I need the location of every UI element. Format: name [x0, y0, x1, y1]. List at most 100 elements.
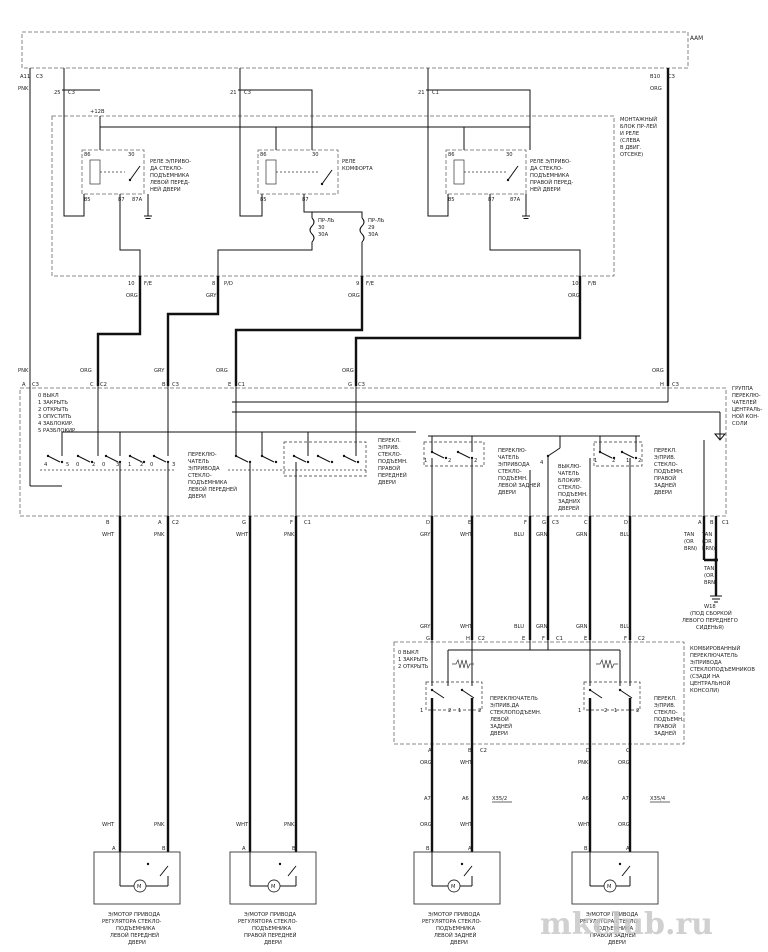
group-legend: 0 ВЫКЛ 1 ЗАКРЫТЬ 2 ОТКРЫТЬ 3 ОПУСТИТЬ 4 … — [38, 393, 77, 434]
svg-text:10: 10 — [128, 281, 135, 287]
watermark: mkclub.ru — [540, 907, 713, 942]
motor-left-rear: B A M Э/МОТОР ПРИВОДА РЕГУЛЯТОРА СТЕКЛО-… — [413, 846, 501, 946]
svg-text:GRY: GRY — [420, 624, 431, 630]
svg-text:ПЕРЕДНЕЙ: ПЕРЕДНЕЙ — [378, 472, 407, 479]
svg-text:G: G — [348, 382, 352, 388]
motor-right-front: A B M Э/МОТОР ПРИВОДА РЕГУЛЯТОРА СТЕКЛО-… — [229, 846, 317, 946]
svg-text:0 ВЫКЛ: 0 ВЫКЛ — [398, 650, 419, 656]
svg-text:TAN: TAN — [701, 532, 712, 538]
svg-text:РЕГУЛЯТОРА СТЕКЛО-: РЕГУЛЯТОРА СТЕКЛО- — [102, 919, 162, 925]
svg-text:M: M — [271, 884, 275, 890]
svg-text:A: A — [22, 382, 26, 388]
svg-text:BLU: BLU — [514, 624, 524, 630]
svg-text:30: 30 — [312, 152, 319, 158]
svg-text:A: A — [428, 748, 432, 754]
svg-text:30: 30 — [506, 152, 513, 158]
svg-text:A: A — [468, 846, 472, 852]
svg-text:C2: C2 — [172, 520, 179, 526]
svg-text:WHT: WHT — [460, 624, 473, 630]
svg-text:(OR: (OR — [702, 539, 712, 545]
rear-wires: ORG WHT PNK ORG A7 A6 X35/2 A6 A7 X35/4 … — [420, 698, 670, 852]
svg-text:G: G — [542, 520, 546, 526]
svg-text:3: 3 — [172, 462, 175, 468]
svg-text:WHT: WHT — [578, 822, 591, 828]
svg-text:ПРАВОЙ ЗАДНЕЙ: ПРАВОЙ ЗАДНЕЙ — [590, 932, 636, 939]
svg-text:ДВЕРИ: ДВЕРИ — [264, 940, 282, 946]
plus12-label: +12B — [90, 109, 105, 115]
svg-text:B: B — [162, 846, 166, 852]
svg-text:ДВЕРИ: ДВЕРИ — [128, 940, 146, 946]
svg-text:A: A — [698, 520, 702, 526]
svg-text:ДВЕРИ: ДВЕРИ — [188, 494, 206, 500]
svg-text:ПРАВОЙ: ПРАВОЙ — [654, 723, 676, 730]
svg-text:C1: C1 — [432, 90, 439, 96]
svg-text:ПОДЪЕМНИКА: ПОДЪЕМНИКА — [252, 926, 292, 932]
svg-text:СТЕКЛОПОДЪЕМНИКОВ: СТЕКЛОПОДЪЕМНИКОВ — [690, 667, 755, 673]
svg-text:ЛЕВОЙ ЗАДНЕЙ: ЛЕВОЙ ЗАДНЕЙ — [498, 482, 540, 489]
svg-text:PNK: PNK — [154, 532, 165, 538]
svg-text:5: 5 — [66, 462, 69, 468]
svg-text:C1: C1 — [556, 636, 563, 642]
svg-text:ЦЕНТРАЛЬ-: ЦЕНТРАЛЬ- — [732, 407, 763, 413]
svg-text:A7: A7 — [424, 796, 431, 802]
svg-text:РЕЛЕ Э/ПРИВО-: РЕЛЕ Э/ПРИВО- — [530, 159, 571, 165]
svg-text:A: A — [112, 846, 116, 852]
relay-left-front: 86 30 85 87 87A РЕЛЕ Э/ПРИВО- ДА СТЕКЛО-… — [81, 149, 191, 219]
svg-text:ВЫКЛЮ-: ВЫКЛЮ- — [558, 464, 581, 470]
svg-text:Э/ПРИВОДА: Э/ПРИВОДА — [188, 466, 220, 472]
svg-text:РЕГУЛЯТОРА СТЕКЛО-: РЕГУЛЯТОРА СТЕКЛО- — [422, 919, 482, 925]
svg-text:(СЗАДИ НА: (СЗАДИ НА — [690, 674, 720, 680]
svg-text:СТЕКЛО-: СТЕКЛО- — [498, 469, 522, 475]
svg-text:СТЕКЛО-: СТЕКЛО- — [654, 710, 678, 716]
svg-text:1: 1 — [578, 708, 581, 714]
svg-text:25: 25 — [54, 90, 61, 96]
svg-text:2 ОТКРЫТЬ: 2 ОТКРЫТЬ — [398, 664, 429, 670]
svg-text:ПР-ЛЬ: ПР-ЛЬ — [318, 218, 335, 224]
svg-text:ДА СТЕКЛО-: ДА СТЕКЛО- — [530, 166, 563, 172]
combo-switch: G H C2 E F C1 E F C2 КОМБИРОВАННЫЙ ПЕРЕК… — [393, 636, 755, 754]
svg-text:СИДЕНЬЯ): СИДЕНЬЯ) — [696, 625, 724, 631]
svg-text:TAN: TAN — [683, 532, 694, 538]
svg-text:ЗАДНИХ: ЗАДНИХ — [558, 499, 581, 505]
svg-text:И РЕЛЕ: И РЕЛЕ — [620, 131, 639, 137]
svg-text:ПЕРЕКЛЮЧАТЕЛЬ: ПЕРЕКЛЮЧАТЕЛЬ — [690, 653, 738, 659]
svg-text:85: 85 — [448, 197, 455, 203]
svg-text:C2: C2 — [100, 382, 107, 388]
svg-text:E: E — [522, 636, 525, 642]
svg-text:1: 1 — [458, 708, 461, 714]
svg-text:2: 2 — [448, 458, 451, 464]
svg-text:МОНТАЖНЫЙ: МОНТАЖНЫЙ — [620, 116, 657, 123]
svg-text:X35/4: X35/4 — [650, 796, 666, 802]
group-title: ГРУППА ПЕРЕКЛЮ- ЧАТЕЛЕЙ ЦЕНТРАЛЬ- НОЙ КО… — [732, 386, 763, 427]
svg-text:E: E — [468, 520, 471, 526]
svg-text:Э/МОТОР ПРИВОДА: Э/МОТОР ПРИВОДА — [108, 912, 161, 918]
svg-text:ДВЕРИ: ДВЕРИ — [498, 490, 516, 496]
svg-text:Э/ПРИВ.: Э/ПРИВ. — [654, 455, 676, 461]
svg-text:B: B — [468, 748, 472, 754]
svg-text:ОТСЕКЕ): ОТСЕКЕ) — [620, 152, 643, 158]
svg-text:87: 87 — [488, 197, 495, 203]
svg-text:ORG: ORG — [652, 368, 664, 374]
svg-text:ЛЕВОЙ ПЕРЕДНЕЙ: ЛЕВОЙ ПЕРЕДНЕЙ — [110, 932, 159, 939]
svg-text:ПОДЪЕМН.: ПОДЪЕМН. — [378, 459, 408, 465]
svg-text:A: A — [242, 846, 246, 852]
svg-text:B: B — [710, 520, 714, 526]
aam-label: AAM — [690, 36, 703, 42]
svg-text:F: F — [290, 520, 293, 526]
svg-text:ЗАДНЕЙ: ЗАДНЕЙ — [654, 482, 676, 489]
lockout-switch: 4 — [540, 436, 561, 466]
svg-text:ДВЕРЕЙ: ДВЕРЕЙ — [558, 505, 579, 512]
svg-text:C2: C2 — [480, 748, 487, 754]
svg-text:ORG: ORG — [420, 760, 432, 766]
svg-text:ДВЕРИ: ДВЕРИ — [378, 480, 396, 486]
svg-text:ПОДЪЕМН.: ПОДЪЕМН. — [654, 717, 684, 723]
motor-left-front: A B M Э/МОТОР ПРИВОДА РЕГУЛЯТОРА СТЕКЛО-… — [93, 846, 181, 946]
svg-text:Э/МОТОР ПРИВОДА: Э/МОТОР ПРИВОДА — [244, 912, 297, 918]
svg-text:M: M — [607, 884, 611, 890]
svg-text:87A: 87A — [132, 197, 143, 203]
svg-text:D: D — [624, 520, 628, 526]
svg-text:РЕЛЕ: РЕЛЕ — [342, 159, 356, 165]
aam-block: AAM — [21, 31, 703, 69]
